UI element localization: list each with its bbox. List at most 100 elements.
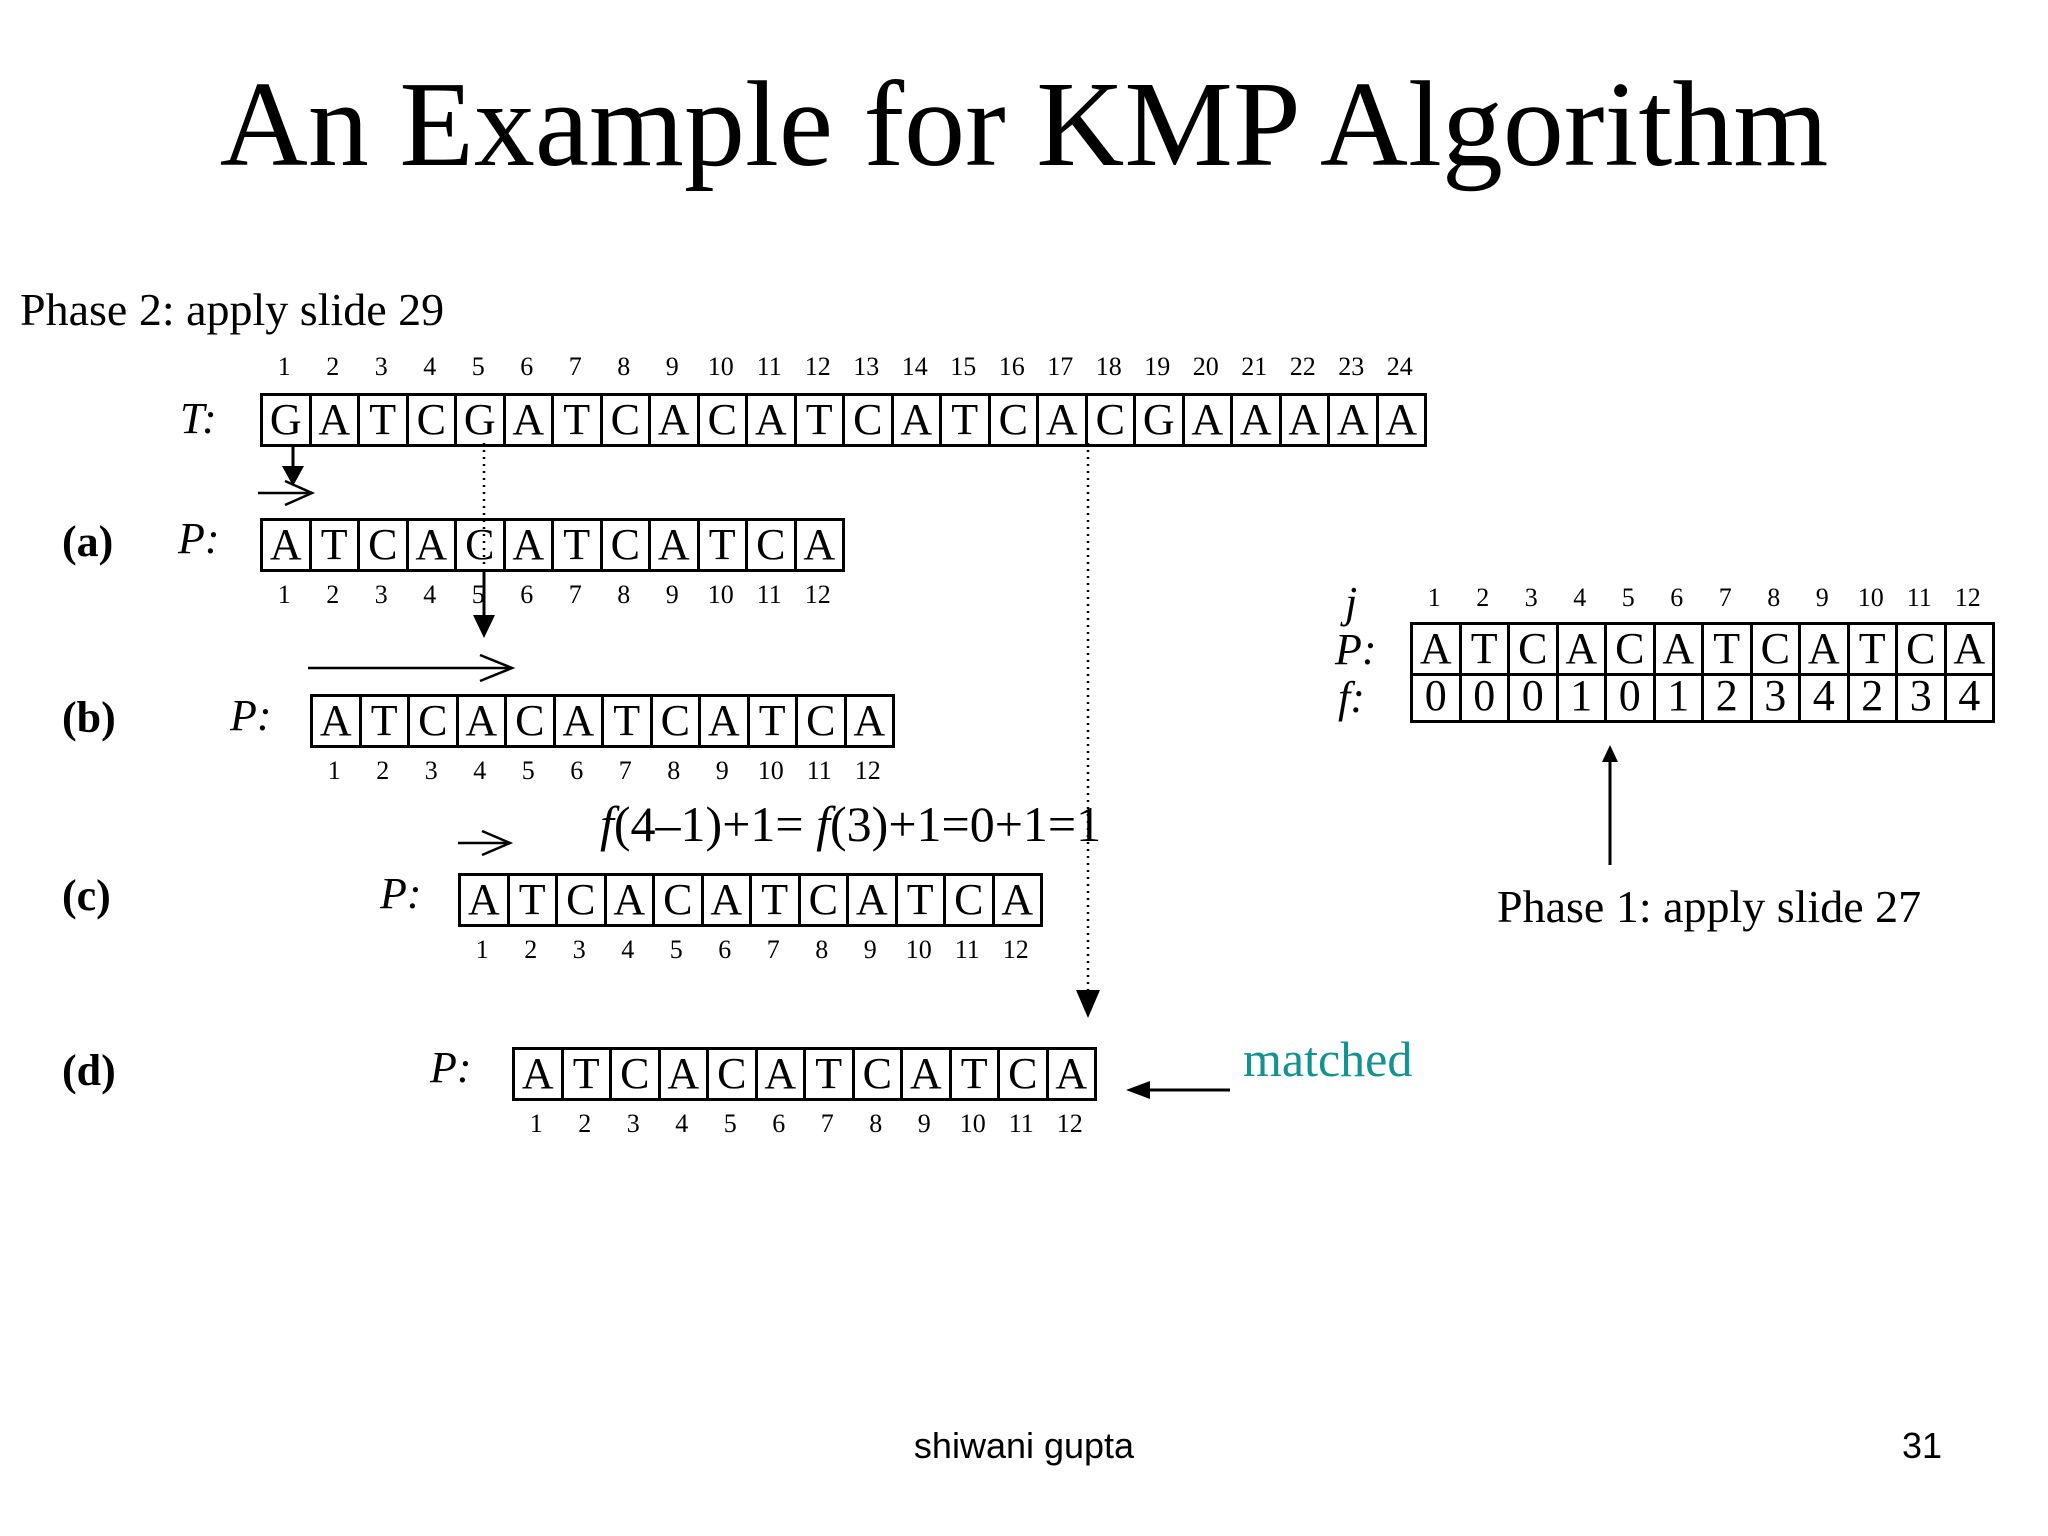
- row-label-d: (d): [62, 1046, 116, 1095]
- index-label: 8: [667, 756, 681, 785]
- index-label: 8: [1767, 583, 1781, 612]
- cell: A: [995, 876, 1043, 924]
- cell: A: [506, 521, 554, 569]
- cell: T: [604, 697, 653, 745]
- index-label: 15: [950, 352, 977, 381]
- cell: 3: [1753, 672, 1801, 720]
- pattern-label-d: P:: [430, 1043, 472, 1092]
- index-label: 10: [707, 580, 734, 609]
- cell: C: [709, 1050, 758, 1098]
- index-label: 7: [820, 1109, 834, 1138]
- cell: A: [701, 697, 750, 745]
- index-label: 3: [626, 1109, 640, 1138]
- index-label: 7: [1718, 583, 1732, 612]
- failure-table-j-label: j: [1345, 578, 1358, 627]
- slide-number: 31: [1902, 1425, 1943, 1466]
- index-label: 5: [471, 352, 485, 381]
- index-label: 4: [1573, 583, 1587, 612]
- cell: A: [1947, 625, 1995, 673]
- index-label: 12: [1002, 935, 1029, 964]
- cell: C: [655, 876, 704, 924]
- index-label: 2: [578, 1109, 592, 1138]
- cell: T: [700, 521, 748, 569]
- cell: T: [952, 1050, 1000, 1098]
- row-label-b: (b): [62, 693, 116, 742]
- index-label: 11: [954, 935, 980, 964]
- cell: 1: [1559, 672, 1607, 720]
- phase1-arrow: [1602, 745, 1618, 865]
- row-label-c: (c): [62, 871, 111, 920]
- index-label: 10: [905, 935, 932, 964]
- index-label: 4: [621, 935, 635, 964]
- index-label: 9: [665, 352, 679, 381]
- cell: C: [1000, 1050, 1049, 1098]
- cell: A: [661, 1050, 709, 1098]
- index-label: 12: [1954, 583, 1981, 612]
- cell: T: [942, 396, 991, 444]
- index-label: 1: [1427, 583, 1441, 612]
- index-label: 18: [1095, 352, 1122, 381]
- cell: A: [758, 1050, 806, 1098]
- index-label: 8: [815, 935, 829, 964]
- cell: A: [515, 1050, 564, 1098]
- cell: C: [653, 697, 701, 745]
- index-label: 24: [1386, 352, 1413, 381]
- cell: T: [750, 697, 798, 745]
- cell: C: [558, 876, 607, 924]
- shift-arrow-a: [258, 479, 316, 507]
- index-label: 3: [424, 756, 438, 785]
- cell: C: [798, 697, 847, 745]
- cell: A: [847, 697, 895, 745]
- cell: C: [457, 521, 506, 569]
- cell: 2: [1850, 672, 1898, 720]
- cell: C: [1753, 625, 1801, 673]
- index-label: 12: [804, 352, 831, 381]
- index-label: 6: [520, 580, 534, 609]
- matched-label: matched: [1243, 1031, 1413, 1087]
- index-label: 11: [1906, 583, 1932, 612]
- index-label: 9: [863, 935, 877, 964]
- cell: A: [1330, 396, 1379, 444]
- cell: 2: [1704, 672, 1753, 720]
- index-label: 12: [854, 756, 881, 785]
- cell: A: [651, 396, 700, 444]
- index-label: 16: [998, 352, 1025, 381]
- index-label: 3: [572, 935, 586, 964]
- cell: T: [1704, 625, 1753, 673]
- index-label: 1: [475, 935, 489, 964]
- cell: T: [554, 521, 603, 569]
- index-label: 5: [669, 935, 683, 964]
- cell: T: [362, 697, 410, 745]
- cell: A: [556, 697, 604, 745]
- cell: G: [263, 396, 312, 444]
- cell: A: [1379, 396, 1427, 444]
- cell: C: [409, 396, 457, 444]
- cell: T: [797, 396, 845, 444]
- index-label: 10: [707, 352, 734, 381]
- index-label: 4: [675, 1109, 689, 1138]
- cell: T: [360, 396, 409, 444]
- cell: A: [903, 1050, 952, 1098]
- cell: T: [554, 396, 603, 444]
- cell: C: [991, 396, 1039, 444]
- index-label: 9: [1815, 583, 1829, 612]
- index-label: 12: [804, 580, 831, 609]
- cell: C: [603, 521, 651, 569]
- cell: T: [564, 1050, 612, 1098]
- index-label: 4: [473, 756, 487, 785]
- index-label: 2: [326, 580, 340, 609]
- index-label: 1: [277, 352, 291, 381]
- cell: A: [1185, 396, 1233, 444]
- cell: C: [946, 876, 995, 924]
- index-label: 5: [521, 756, 535, 785]
- index-label: 17: [1047, 352, 1074, 381]
- cell: A: [797, 521, 845, 569]
- cell: A: [312, 396, 360, 444]
- cell: A: [1413, 625, 1462, 673]
- index-label: 21: [1241, 352, 1268, 381]
- index-label: 8: [869, 1109, 883, 1138]
- cell: A: [409, 521, 457, 569]
